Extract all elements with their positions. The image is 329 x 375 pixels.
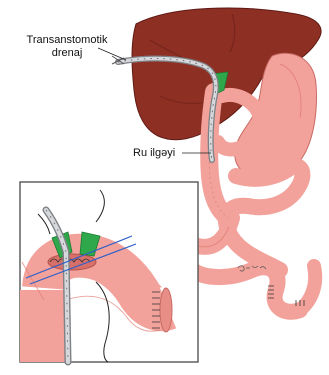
drain-label-line2: drenaj: [8, 47, 126, 60]
roux-limb-label: Ru ilgəyi: [133, 147, 175, 160]
drain-label: Transanstomotik drenaj: [8, 34, 126, 60]
inset-detail: [20, 182, 198, 362]
drain-label-line1: Transanstomotik: [8, 34, 126, 47]
